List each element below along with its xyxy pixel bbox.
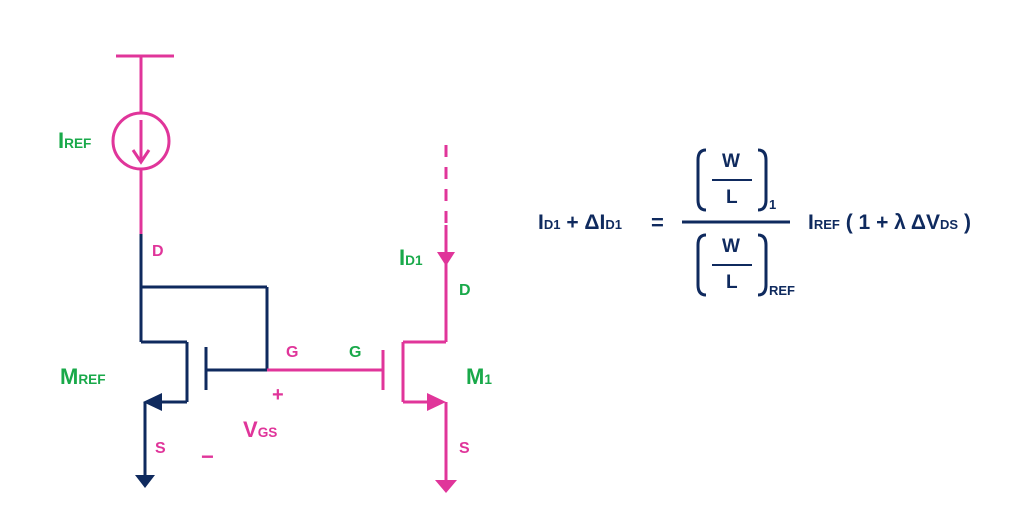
den-subscript: REF — [769, 283, 795, 298]
den-left-paren — [696, 233, 707, 297]
equation-lhs: ID1 + ΔID1 — [538, 212, 622, 233]
lhs-sub2: D1 — [605, 217, 622, 232]
iref-main: I — [58, 128, 65, 153]
num-l: L — [726, 187, 738, 208]
rhs-close: ) — [963, 211, 971, 234]
iref-label: IREF — [58, 130, 91, 152]
g-ref-label: G — [286, 344, 299, 361]
num-w: W — [722, 151, 740, 172]
m1-sub: 1 — [484, 372, 492, 387]
id1-label: ID1 — [399, 247, 423, 269]
id1-main: I — [399, 245, 406, 270]
mref-main: M — [60, 364, 79, 389]
s-ref-label: S — [155, 440, 166, 457]
equals-sign: = — [651, 210, 664, 235]
mref-source-arrowhead — [143, 393, 162, 411]
d-ref-label: D — [152, 243, 164, 260]
mref-ground-arrowhead — [135, 475, 155, 488]
rhs-sub2: DS — [940, 217, 959, 232]
id1-sub: D1 — [405, 253, 423, 268]
m1-ground-arrowhead — [435, 480, 457, 493]
den-w: W — [722, 236, 740, 257]
current-source-arrowhead — [131, 149, 151, 165]
mref-sub: REF — [78, 372, 106, 387]
equation-rhs: IREF ( 1 + λ ΔVDS ) — [808, 212, 971, 233]
lhs-plus: + ΔI — [566, 211, 606, 234]
s-m1-label: S — [459, 440, 470, 457]
id1-arrowhead — [437, 252, 455, 266]
vgs-label: VGS — [243, 419, 277, 441]
den-l: L — [726, 272, 738, 293]
num-left-paren — [696, 148, 707, 212]
rhs-mid: ( 1 + λ ΔV — [845, 211, 941, 234]
mref-label: MREF — [60, 366, 106, 388]
minus-label: − — [201, 444, 214, 469]
iref-sub: REF — [64, 136, 92, 151]
vgs-main: V — [243, 417, 258, 442]
lhs-sub1: D1 — [543, 217, 561, 232]
m1-source-arrowhead — [427, 393, 446, 411]
m1-main: M — [466, 364, 485, 389]
plus-label: + — [272, 384, 284, 406]
rhs-i: I — [808, 211, 814, 234]
d-m1-label: D — [459, 282, 471, 299]
num-subscript: 1 — [769, 197, 777, 212]
g-m1-label: G — [349, 344, 362, 361]
m1-label: M1 — [466, 366, 492, 388]
rhs-sub: REF — [813, 217, 840, 232]
num-right-paren — [757, 148, 768, 212]
vgs-sub: GS — [257, 425, 278, 440]
lhs-i1: I — [538, 211, 544, 234]
den-right-paren — [757, 233, 768, 297]
